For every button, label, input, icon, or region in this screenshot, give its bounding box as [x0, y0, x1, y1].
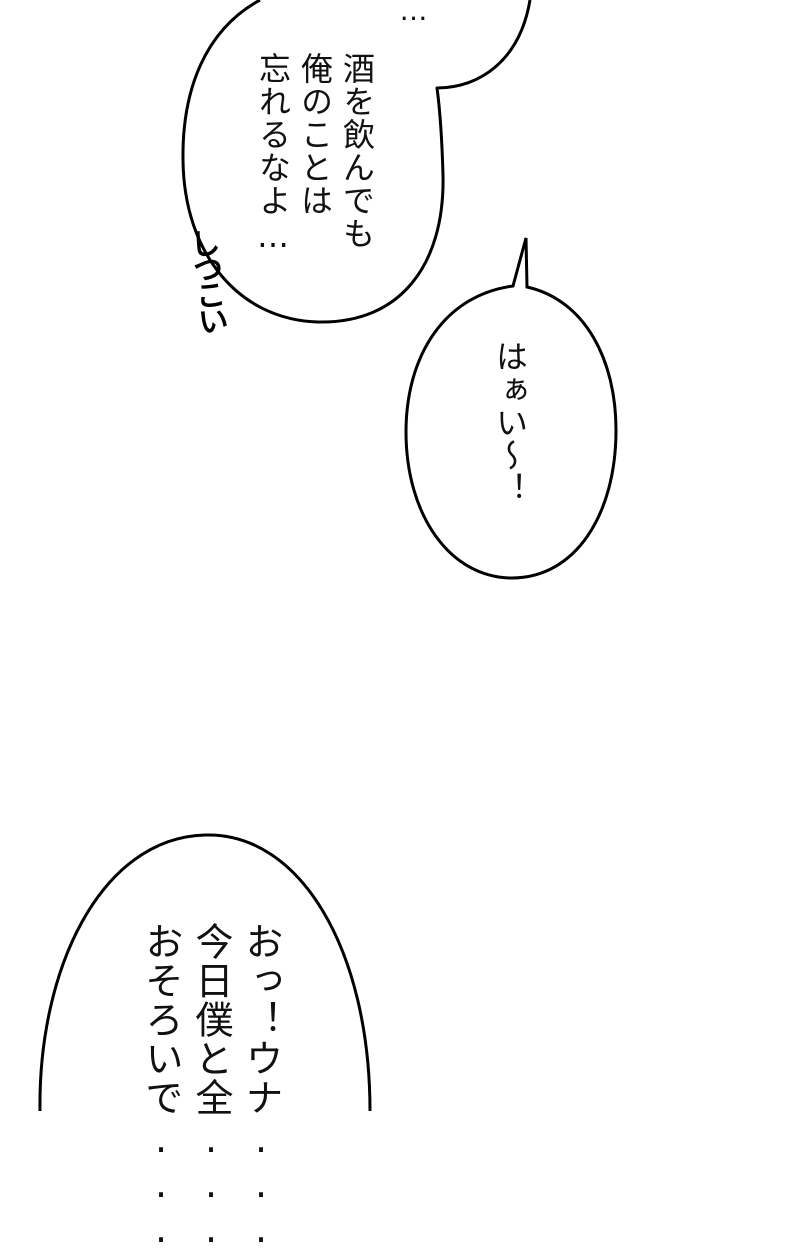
bubble-1-top-ellipsis: …: [397, 0, 430, 28]
bubble-1-text: 酒を飲んでも 俺のことは 忘れるなよ…: [254, 52, 376, 256]
speech-bubble-3: [38, 833, 372, 1111]
speech-bubble-2: [404, 237, 618, 580]
bubble-2-text: はぁい～！: [491, 340, 529, 505]
speech-bubble-1: [181, 0, 532, 324]
manga-panel-art: [38, 0, 618, 1111]
bubble-3-text: おっ！ウナ... 今日僕と全... おそろいで...: [139, 922, 283, 1252]
